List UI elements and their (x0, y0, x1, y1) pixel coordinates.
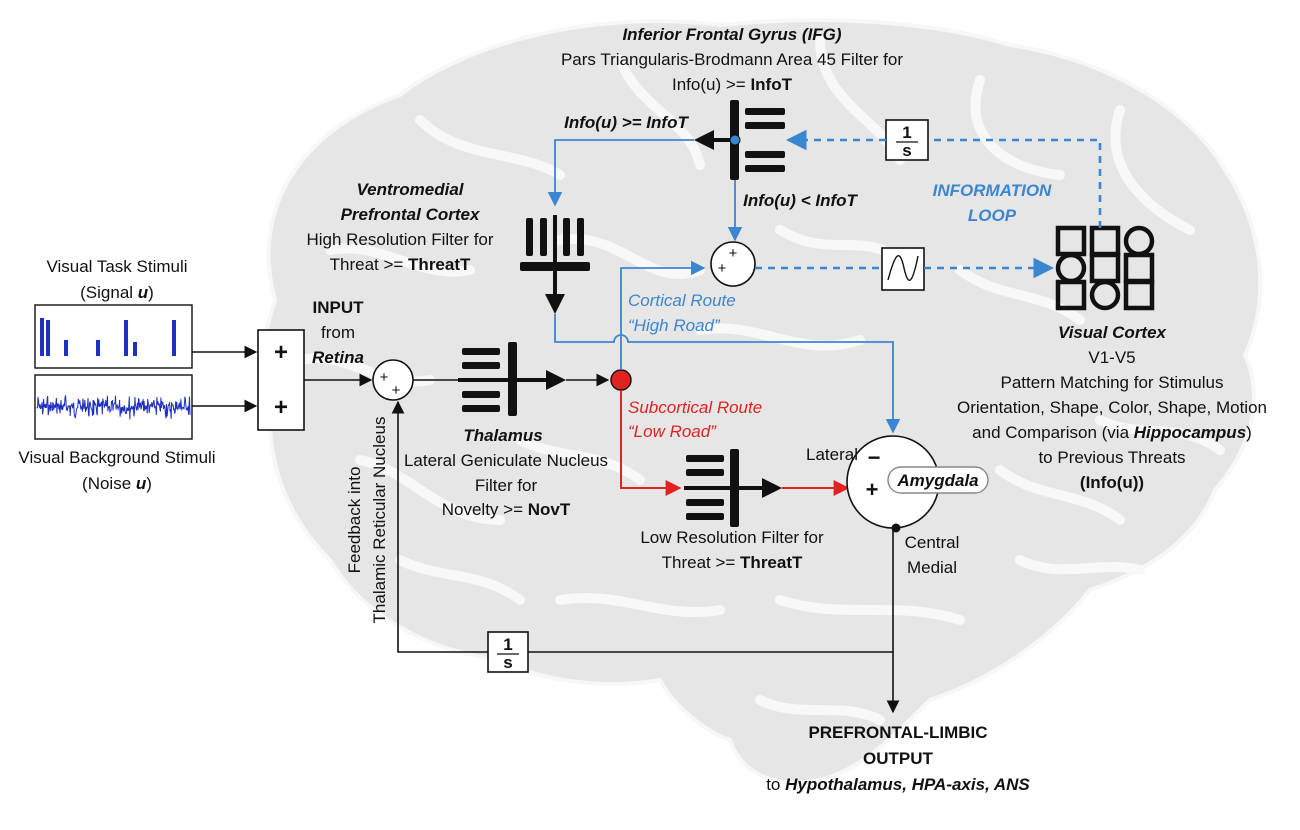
vmpfc-title-2: Prefrontal Cortex (341, 205, 481, 224)
amygdala-minus: − (868, 445, 881, 470)
cortical-summer-plus-2: + (718, 260, 727, 277)
vc-line7: (Info(u)) (1080, 473, 1144, 492)
lowres-line1: Low Resolution Filter for (640, 528, 824, 547)
feedback-wire-left (391, 400, 488, 653)
feedback-integrator-den: s (503, 653, 512, 672)
amygdala-lateral: Lateral (806, 445, 858, 464)
thalamus-title: Thalamus (463, 426, 542, 445)
vmpfc-line4: Threat >= ThreatT (330, 255, 471, 274)
feedback-line1: Feedback into (345, 467, 364, 574)
amygdala-central: Central (905, 533, 960, 552)
info-loop-label-1: INFORMATION (933, 181, 1052, 200)
feedback-integrator-num: 1 (503, 635, 512, 654)
visual-cortex-icon (1055, 225, 1155, 311)
output-line1: PREFRONTAL-LIMBIC (808, 723, 987, 742)
cortical-summer-plus-1: + (729, 245, 738, 262)
ifg-branch-node (729, 134, 741, 146)
info-lt-label: Info(u) < InfoT (743, 191, 858, 210)
cortical-label-1: Cortical Route (628, 291, 736, 310)
ifg-line2: Pars Triangularis-Brodmann Area 45 Filte… (561, 50, 903, 69)
background-stimuli-title: Visual Background Stimuli (18, 448, 215, 467)
ifg-arrow-head (694, 130, 714, 150)
cortical-route-wire (620, 260, 706, 370)
input-sum-block (257, 329, 305, 431)
vc-line4: Orientation, Shape, Color, Shape, Motion (957, 398, 1267, 417)
output-line3: to Hypothalamus, HPA-axis, ANS (766, 775, 1030, 794)
filter-wave-icon (887, 255, 919, 281)
input-plus-2: + (274, 394, 288, 421)
output-line2: OUTPUT (863, 749, 934, 768)
task-stimuli-subtitle: (Signal u) (80, 283, 154, 302)
vc-line5: and Comparison (via Hippocampus) (972, 423, 1252, 442)
signal-bars (40, 318, 176, 356)
vmpfc-to-amygdala-wire (554, 314, 901, 434)
loop-dash-3 (928, 138, 1102, 228)
background-stimuli-subtitle: (Noise u) (82, 474, 152, 493)
ifg-title: Inferior Frontal Gyrus (IFG) (622, 25, 841, 44)
lowres-line2: Threat >= ThreatT (662, 553, 803, 572)
loop-integrator-num: 1 (902, 123, 911, 142)
cortical-summer (710, 241, 756, 287)
amygdala-medial: Medial (907, 558, 957, 577)
ifg-to-vmpfc-wire (547, 139, 694, 207)
amygdala-output-node (891, 523, 901, 533)
noise-trace (36, 395, 191, 420)
vc-line6: to Previous Threats (1038, 448, 1185, 467)
thalamus-line4: Novelty >= NovT (442, 500, 571, 519)
brain-silhouette (259, 18, 1263, 785)
retina-summer-plus-1: + (380, 369, 389, 386)
retina-summer-plus-2: + (392, 382, 401, 399)
loop-integrator-den: s (902, 141, 911, 160)
lowres-arrow-head (762, 478, 782, 498)
vmpfc-line3: High Resolution Filter for (306, 230, 493, 249)
amygdala-label-box (887, 466, 989, 494)
feedback-integrator (487, 631, 529, 673)
thalamus-filter-icon (462, 342, 517, 416)
vc-title: Visual Cortex (1058, 323, 1168, 342)
thalamus-line3: Filter for (475, 476, 538, 495)
vmpfc-arrow-head (545, 294, 565, 314)
info-loop-label-2: LOOP (968, 206, 1017, 225)
amygdala-label: Amygdala (896, 471, 978, 490)
task-stimuli-title: Visual Task Stimuli (46, 257, 187, 276)
signal-plot (34, 304, 193, 369)
input-retina: Retina (312, 348, 364, 367)
input-title: INPUT (313, 298, 365, 317)
subcortical-label-1: Subcortical Route (628, 398, 762, 417)
feedback-line2: Thalamic Reticular Nucleus (370, 417, 389, 624)
ifg-line3: Info(u) >= InfoT (672, 75, 793, 94)
filter-block (881, 247, 925, 291)
cortical-label-2: “High Road” (628, 316, 721, 335)
input-from: from (321, 323, 355, 342)
input-plus-1: + (274, 339, 288, 366)
subcortical-route-wire (620, 390, 682, 496)
routing-node (610, 369, 632, 391)
vc-line2: V1-V5 (1088, 348, 1135, 367)
subcortical-label-2: “Low Road” (628, 422, 717, 441)
thalamus-arrow-head (546, 370, 566, 390)
vc-line3: Pattern Matching for Stimulus (1001, 373, 1224, 392)
loop-integrator (885, 119, 929, 161)
vmpfc-title-1: Ventromedial (356, 180, 464, 199)
thalamus-line2: Lateral Geniculate Nucleus (404, 451, 608, 470)
info-ge-label: Info(u) >= InfoT (564, 113, 689, 132)
amygdala-plus: + (866, 477, 879, 502)
